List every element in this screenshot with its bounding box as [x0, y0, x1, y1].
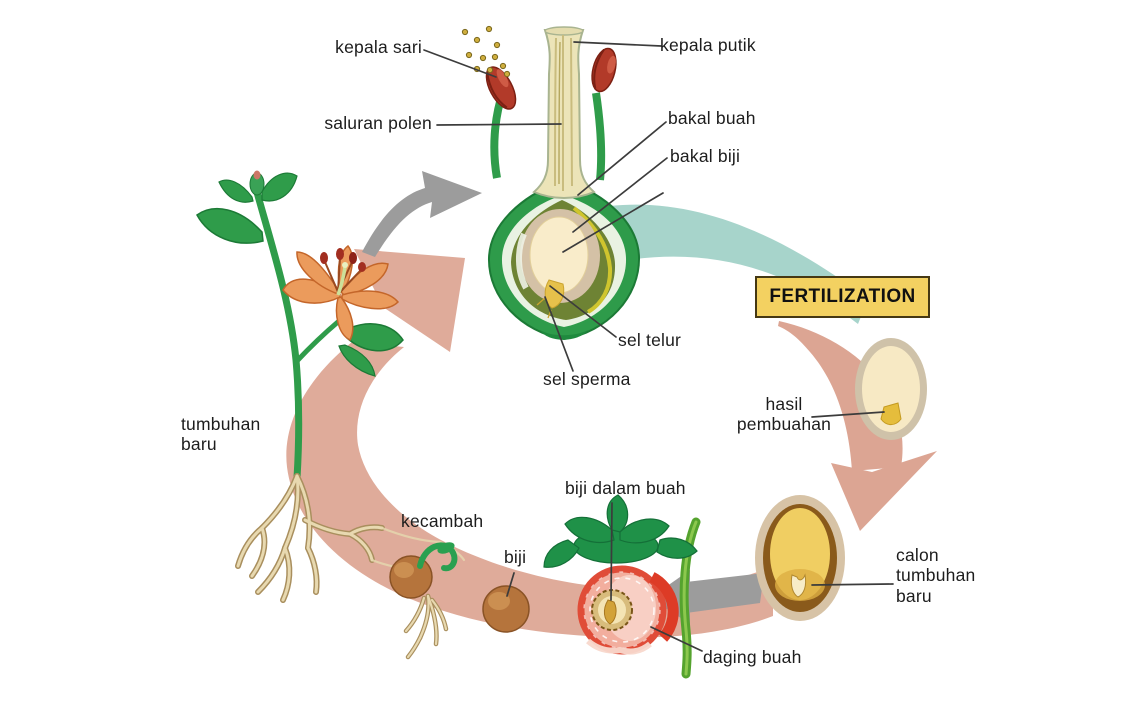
label-hasil-pembuahan: hasil pembuahan	[736, 394, 832, 435]
label-biji: biji	[504, 547, 527, 567]
fertilized-ovule-illustration	[855, 338, 927, 440]
label-saluran-polen: saluran polen	[324, 113, 432, 133]
label-kecambah: kecambah	[401, 511, 484, 531]
egg-cell-icon	[544, 279, 565, 309]
sprouting-seed-illustration	[389, 542, 458, 657]
label-pointer-lines	[423, 41, 894, 652]
seed-in-fruit-icon	[603, 599, 617, 625]
new-plant-illustration	[196, 170, 404, 482]
pollen-grains-icon	[461, 25, 511, 78]
label-calon-tumbuhan-baru: calon tumbuhan baru	[896, 545, 976, 606]
seed-illustration	[482, 585, 530, 633]
pistil-cross-section-illustration	[461, 25, 641, 341]
label-bakal-biji: bakal biji	[670, 146, 741, 166]
embryo-icon	[790, 573, 807, 598]
label-sel-sperma: sel sperma	[543, 369, 631, 389]
label-sel-telur: sel telur	[618, 330, 682, 350]
fruit-leaves-icon	[543, 494, 698, 568]
label-bakal-buah: bakal buah	[668, 108, 756, 128]
label-daging-buah: daging buah	[703, 647, 802, 667]
fruit-cross-section-illustration	[543, 494, 701, 679]
flower-to-pistil-arrow	[362, 171, 482, 257]
label-kepala-putik: kepala putik	[660, 35, 756, 55]
anther-left-icon	[485, 66, 517, 110]
anther-right-icon	[591, 47, 617, 93]
label-biji-dalam-buah: biji dalam buah	[565, 478, 686, 498]
pollen-tube-lines	[554, 34, 573, 191]
label-tumbuhan-baru: tumbuhan baru	[181, 414, 261, 455]
cycle-arrow-pink-right	[778, 321, 937, 531]
fertilization-badge: FERTILIZATION	[755, 276, 930, 318]
pollination-arrow-teal	[610, 204, 868, 324]
seed-with-embryo-illustration	[755, 495, 845, 621]
label-kepala-sari: kepala sari	[335, 37, 422, 57]
